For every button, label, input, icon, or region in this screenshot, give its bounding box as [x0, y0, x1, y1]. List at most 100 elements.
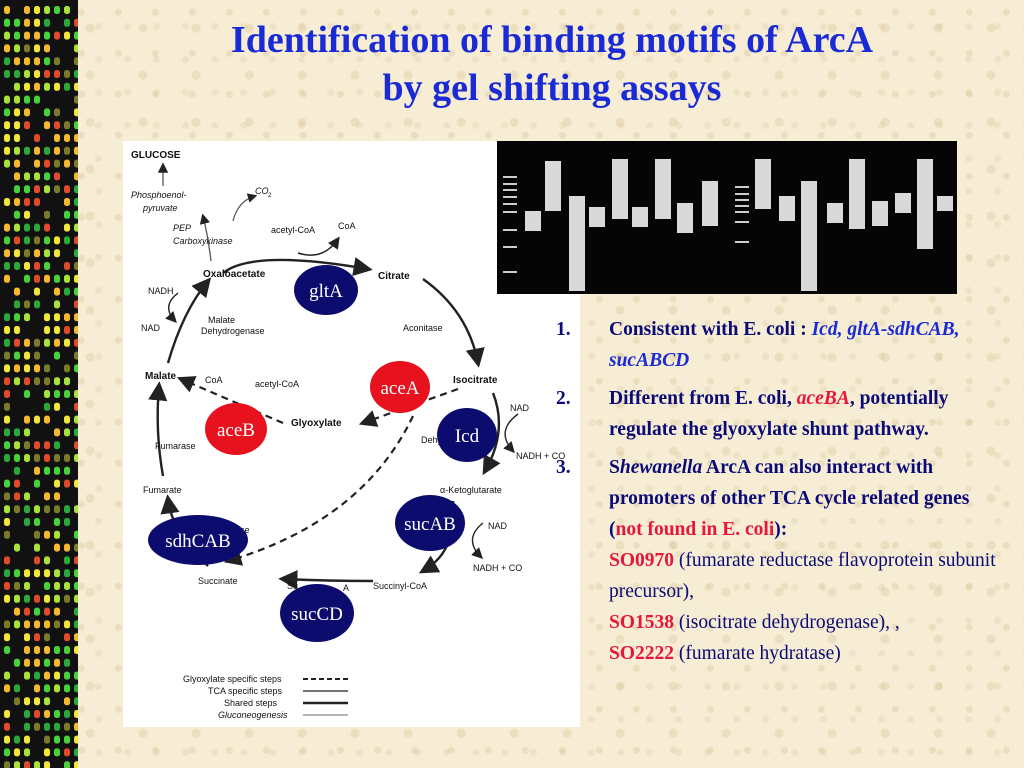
array-spot: [14, 146, 20, 155]
finding-1-number: 1.: [556, 319, 571, 340]
array-spot: [24, 31, 30, 40]
array-spot: [44, 710, 50, 718]
array-spot: [14, 441, 20, 450]
gene-icd: Icd: [437, 408, 497, 462]
array-spot: [44, 722, 50, 731]
label-fumarase: Fumarase: [155, 441, 196, 451]
array-spot: [44, 364, 50, 373]
gel-band: [735, 241, 749, 243]
gene-sdhcab: sdhCAB: [148, 515, 248, 565]
array-spot: [44, 390, 50, 398]
arrow-nad-right1: [503, 413, 519, 454]
array-spot: [44, 582, 50, 590]
array-spot: [64, 722, 70, 731]
gene-aceb: aceB: [205, 403, 267, 455]
array-spot: [34, 262, 40, 270]
array-spot: [54, 607, 60, 616]
array-spot: [34, 351, 40, 360]
array-spot: [24, 223, 30, 232]
array-spot: [44, 172, 50, 181]
array-spot: [64, 313, 70, 322]
array-spot: [54, 108, 60, 117]
array-spot: [64, 748, 70, 757]
array-spot: [64, 671, 70, 680]
label-pep-carboxykinase: PEP: [173, 223, 191, 233]
array-spot: [54, 390, 60, 398]
array-spot: [64, 505, 70, 514]
finding-3-s: S: [609, 457, 620, 478]
array-spot: [4, 402, 10, 411]
array-spot: [4, 415, 10, 424]
label-oxaloacetate: Oxaloacetate: [203, 269, 266, 280]
array-spot: [44, 530, 50, 539]
gel-shift-image: [497, 141, 957, 294]
array-spot: [4, 6, 10, 14]
array-spot: [24, 6, 30, 14]
array-spot: [24, 505, 30, 514]
label-malate: Malate: [145, 371, 177, 382]
array-spot: [54, 594, 60, 603]
gel-band: [677, 203, 693, 233]
gel-band: [779, 196, 795, 221]
microarray-strip: [0, 0, 78, 768]
array-spot: [74, 159, 78, 168]
array-spot: [64, 761, 70, 768]
array-spot: [74, 671, 78, 680]
array-spot: [4, 748, 10, 757]
array-spot: [34, 44, 40, 53]
array-spot: [14, 121, 20, 130]
svg-text:2: 2: [268, 193, 272, 199]
array-spot: [54, 402, 60, 411]
array-spot: [44, 594, 50, 603]
array-spot: [24, 70, 30, 78]
array-spot: [34, 684, 40, 693]
array-spot: [44, 223, 50, 232]
array-spot: [24, 671, 30, 680]
array-spot: [4, 710, 10, 718]
array-spot: [54, 338, 60, 347]
array-spot: [4, 236, 10, 245]
gel-band: [503, 183, 517, 185]
array-spot: [44, 108, 50, 117]
array-spot: [24, 249, 30, 258]
array-spot: [64, 454, 70, 462]
array-spot: [14, 287, 20, 296]
array-spot: [74, 505, 78, 514]
array-spot: [54, 300, 60, 309]
array-spot: [4, 249, 10, 258]
array-spot: [34, 569, 40, 578]
array-spot: [24, 121, 30, 130]
array-spot: [14, 454, 20, 462]
array-spot: [64, 159, 70, 168]
array-spot: [24, 185, 30, 194]
array-spot: [74, 262, 78, 270]
findings-list: 1. Consistent with E. coli : Icd, gltA-s…: [556, 314, 996, 676]
array-spot: [34, 364, 40, 373]
array-spot: [34, 633, 40, 642]
array-spot: [24, 210, 30, 219]
array-spot: [54, 6, 60, 14]
array-spot: [74, 236, 78, 245]
array-spot: [44, 236, 50, 245]
array-spot: [34, 415, 40, 424]
finding-3-so1538: SO1538: [609, 612, 675, 633]
array-spot: [64, 210, 70, 219]
array-spot: [4, 582, 10, 590]
array-spot: [14, 428, 20, 437]
gel-band: [735, 205, 749, 207]
gel-band: [917, 159, 933, 249]
array-spot: [24, 569, 30, 578]
array-spot: [64, 185, 70, 194]
array-spot: [24, 607, 30, 616]
array-spot: [44, 697, 50, 706]
array-spot: [14, 748, 20, 757]
array-spot: [34, 620, 40, 629]
array-spot: [74, 428, 78, 437]
gel-band: [827, 203, 843, 223]
gel-band: [735, 221, 749, 223]
array-spot: [4, 530, 10, 539]
finding-3-so2222-desc: (fumarate hydratase): [674, 643, 841, 664]
array-spot: [24, 274, 30, 283]
array-spot: [54, 658, 60, 667]
array-spot: [34, 82, 40, 91]
